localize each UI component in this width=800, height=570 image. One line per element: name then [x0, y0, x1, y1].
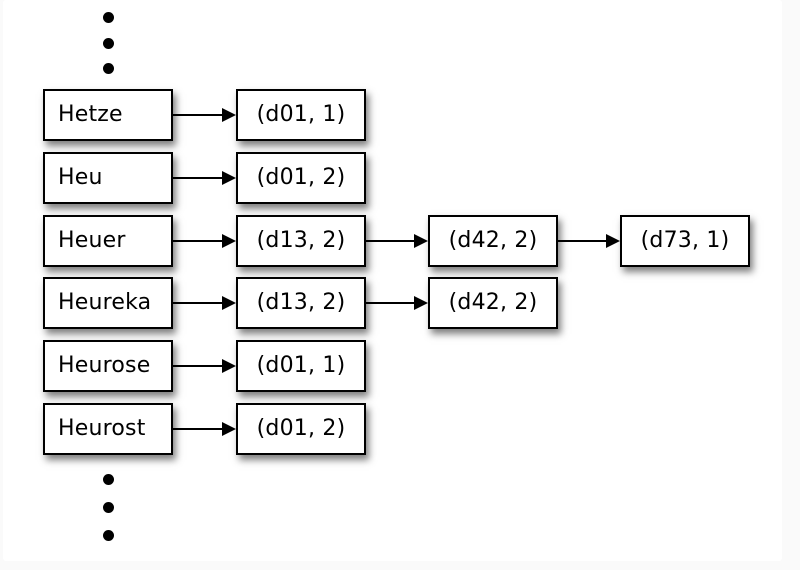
arrow-head-icon	[222, 359, 236, 373]
term-box-heurose: Heurose	[43, 340, 173, 392]
posting-box-heu-0: (d01, 2)	[236, 152, 366, 204]
arrow-shaft	[173, 114, 225, 116]
term-box-heuer: Heuer	[43, 215, 173, 267]
arrow-head-icon	[222, 171, 236, 185]
term-label: Heurost	[58, 416, 146, 441]
posting-box-heureka-1: (d42, 2)	[428, 277, 558, 329]
arrow-right-icon	[173, 234, 236, 248]
posting-label: (d73, 1)	[640, 228, 730, 253]
arrow-right-icon	[173, 422, 236, 436]
term-box-heureka: Heureka	[43, 277, 173, 329]
arrow-right-icon	[173, 108, 236, 122]
term-label: Hetze	[58, 102, 123, 127]
arrow-right-icon	[173, 359, 236, 373]
ellipsis-bottom-dot	[103, 530, 114, 541]
slide-panel: Hetze (d01, 1) Heu (d01, 2) Heuer (d13, …	[3, 0, 782, 561]
posting-label: (d42, 2)	[448, 290, 538, 315]
term-label: Heureka	[58, 290, 152, 315]
posting-label: (d13, 2)	[256, 290, 346, 315]
arrow-shaft	[558, 240, 609, 242]
arrow-shaft	[173, 365, 225, 367]
arrow-shaft	[173, 302, 225, 304]
arrow-head-icon	[222, 108, 236, 122]
arrow-right-icon	[173, 171, 236, 185]
term-box-heurost: Heurost	[43, 403, 173, 455]
arrow-head-icon	[222, 422, 236, 436]
posting-box-heuer-2: (d73, 1)	[620, 215, 750, 267]
arrow-shaft	[173, 428, 225, 430]
posting-label: (d01, 2)	[256, 416, 346, 441]
posting-label: (d42, 2)	[448, 228, 538, 253]
ellipsis-top-dot	[103, 63, 114, 74]
posting-box-heuer-1: (d42, 2)	[428, 215, 558, 267]
posting-box-heureka-0: (d13, 2)	[236, 277, 366, 329]
arrow-head-icon	[222, 234, 236, 248]
ellipsis-top-dot	[103, 12, 114, 23]
arrow-right-icon	[366, 296, 428, 310]
posting-label: (d13, 2)	[256, 228, 346, 253]
arrow-head-icon	[414, 234, 428, 248]
arrow-right-icon	[366, 234, 428, 248]
arrow-shaft	[366, 302, 417, 304]
arrow-shaft	[366, 240, 417, 242]
arrow-shaft	[173, 240, 225, 242]
arrow-head-icon	[414, 296, 428, 310]
posting-label: (d01, 2)	[256, 165, 346, 190]
posting-box-heurose-0: (d01, 1)	[236, 340, 366, 392]
posting-label: (d01, 1)	[256, 353, 346, 378]
posting-box-heurost-0: (d01, 2)	[236, 403, 366, 455]
term-box-hetze: Hetze	[43, 89, 173, 141]
arrow-head-icon	[606, 234, 620, 248]
posting-box-hetze-0: (d01, 1)	[236, 89, 366, 141]
term-label: Heurose	[58, 353, 151, 378]
term-box-heu: Heu	[43, 152, 173, 204]
term-label: Heuer	[58, 228, 126, 253]
arrow-right-icon	[173, 296, 236, 310]
ellipsis-bottom-dot	[103, 502, 114, 513]
ellipsis-bottom-dot	[103, 474, 114, 485]
arrow-right-icon	[558, 234, 620, 248]
posting-box-heuer-0: (d13, 2)	[236, 215, 366, 267]
arrow-shaft	[173, 177, 225, 179]
arrow-head-icon	[222, 296, 236, 310]
ellipsis-top-dot	[103, 38, 114, 49]
posting-label: (d01, 1)	[256, 102, 346, 127]
term-label: Heu	[58, 165, 103, 190]
